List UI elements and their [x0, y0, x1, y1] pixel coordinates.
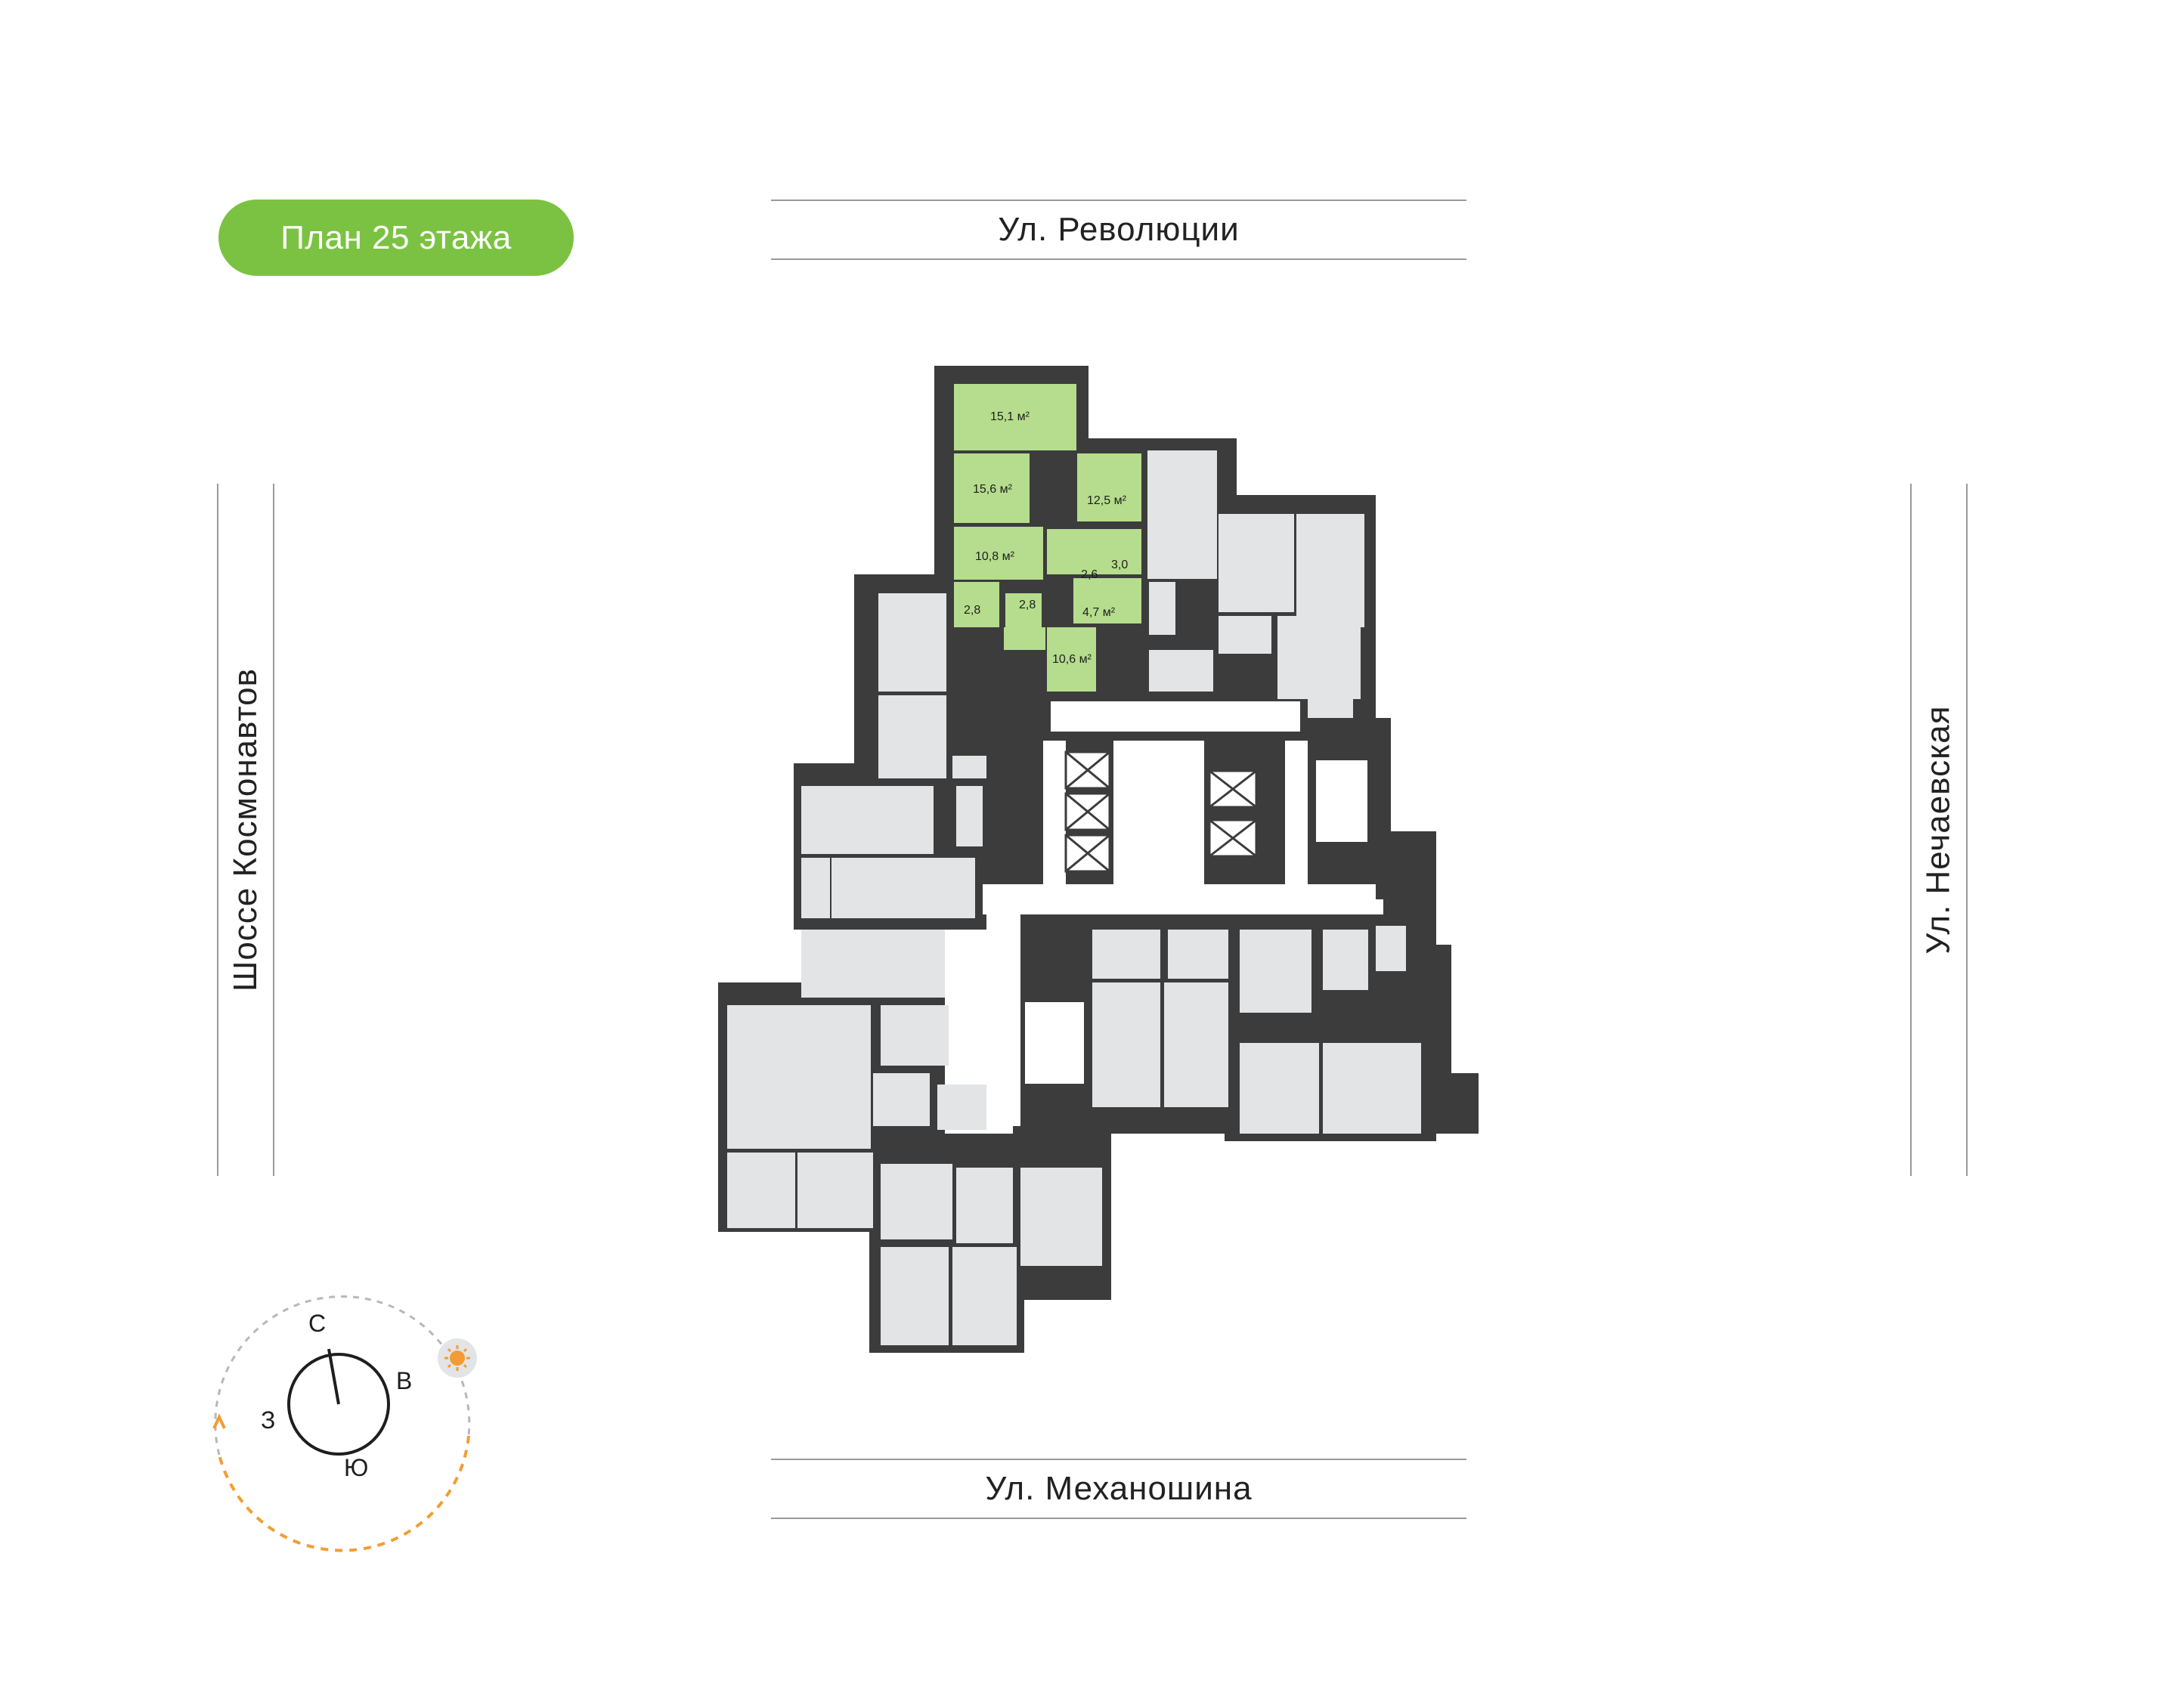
- street-bottom: Ул. Механошина: [771, 1459, 1466, 1519]
- compass-needle-icon: [327, 1348, 340, 1405]
- elevator-shafts: [1064, 750, 1258, 873]
- compass-east: В: [396, 1367, 412, 1394]
- floor-badge: План 25 этажа: [218, 200, 574, 276]
- stairs: [1023, 759, 1369, 1085]
- room-area-r3: 12,5 м²: [1087, 494, 1127, 507]
- sun-icon: [438, 1338, 477, 1378]
- room-area-r4: 10,8 м²: [975, 550, 1015, 563]
- corridors: [983, 701, 1376, 1126]
- sun-path-icon: [218, 1435, 470, 1552]
- street-right: Ул. Нечаевская: [1910, 484, 1968, 1176]
- compass-north: С: [308, 1310, 326, 1337]
- room-area-r2: 15,6 м²: [973, 483, 1013, 496]
- selected-apartment: [954, 384, 1141, 692]
- sun-path-arrow-icon: [212, 1413, 226, 1429]
- compass-path-dashed: [214, 1295, 471, 1456]
- room-area-r8: 2,8: [1019, 599, 1036, 611]
- street-top: Ул. Революции: [771, 200, 1466, 260]
- room-area-r7: 2,8: [964, 604, 980, 617]
- compass: С В Ю З: [212, 1295, 477, 1552]
- room-area-r6: 3,0: [1111, 559, 1128, 571]
- compass-west: З: [261, 1406, 275, 1434]
- room-area-r1: 15,1 м²: [990, 410, 1030, 423]
- room-area-r9: 4,7 м²: [1082, 606, 1116, 619]
- room-area-r5: 2,6: [1081, 568, 1098, 581]
- compass-dial-icon: [287, 1353, 390, 1456]
- room-area-r10: 10,6 м²: [1052, 653, 1092, 666]
- street-left: Шоссе Космонавтов: [217, 484, 274, 1176]
- apartments: [727, 450, 1421, 1345]
- compass-south: Ю: [344, 1454, 368, 1481]
- room-areas: 15,1 м² 15,6 м² 12,5 м² 10,8 м² 2,6 3,0 …: [964, 410, 1128, 666]
